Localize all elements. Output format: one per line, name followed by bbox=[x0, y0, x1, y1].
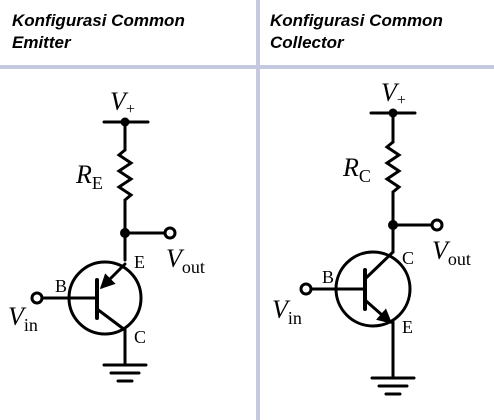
left-input-label: Vin bbox=[8, 302, 38, 335]
left-resistor-main: R bbox=[75, 160, 92, 189]
vertical-divider bbox=[256, 0, 260, 420]
right-panel-title: Konfigurasi Common Collector bbox=[270, 10, 490, 54]
right-output-main: V bbox=[432, 236, 451, 265]
right-resistor-main: R bbox=[342, 153, 359, 182]
left-supply-main: V bbox=[110, 87, 129, 116]
left-pin-b: B bbox=[55, 276, 67, 296]
right-supply-label: V+ bbox=[381, 78, 406, 109]
right-input-terminal bbox=[299, 282, 313, 296]
right-supply-main: V bbox=[381, 78, 400, 107]
left-emitter-arrow-lead bbox=[99, 262, 127, 290]
left-output-terminal bbox=[163, 226, 177, 240]
left-collector-lead bbox=[95, 307, 127, 332]
right-input-label: Vin bbox=[272, 295, 302, 328]
right-pin-b: B bbox=[322, 267, 334, 287]
right-title-line1: Konfigurasi Common bbox=[270, 11, 443, 30]
right-input-sub: in bbox=[288, 308, 302, 328]
common-collector-circuit bbox=[299, 108, 444, 396]
right-title-line2: Collector bbox=[270, 33, 344, 52]
left-supply-sub: + bbox=[126, 101, 135, 118]
right-output-terminal bbox=[430, 218, 444, 232]
left-title-line1: Konfigurasi Common bbox=[12, 11, 185, 30]
left-output-sub: out bbox=[182, 257, 205, 277]
left-panel-title: Konfigurasi Common Emitter bbox=[12, 10, 242, 54]
left-input-terminal bbox=[30, 291, 44, 305]
right-output-label: Vout bbox=[432, 236, 471, 269]
right-resistor-sub: C bbox=[359, 166, 371, 186]
left-resistor-label: RE bbox=[75, 160, 103, 193]
left-pin-e: E bbox=[134, 252, 145, 272]
horizontal-divider bbox=[0, 65, 494, 69]
left-resistor bbox=[116, 148, 134, 202]
right-output-sub: out bbox=[448, 249, 471, 269]
left-input-main: V bbox=[8, 302, 27, 331]
right-pin-e: E bbox=[402, 317, 413, 337]
left-pin-c: C bbox=[134, 327, 146, 347]
left-resistor-sub: E bbox=[92, 173, 103, 193]
left-output-label: Vout bbox=[166, 244, 205, 277]
left-supply-label: V+ bbox=[110, 87, 135, 118]
right-emitter-arrow-lead bbox=[363, 298, 393, 324]
common-emitter-circuit bbox=[30, 117, 177, 383]
left-title-line2: Emitter bbox=[12, 33, 71, 52]
right-resistor-label: RC bbox=[342, 153, 371, 186]
right-input-main: V bbox=[272, 295, 291, 324]
common-emitter-labels: V+ RE Vout Vin B E C bbox=[8, 87, 205, 347]
left-input-sub: in bbox=[24, 315, 38, 335]
right-resistor bbox=[384, 140, 402, 194]
common-collector-labels: V+ RC Vout Vin B C E bbox=[272, 78, 471, 337]
right-supply-sub: + bbox=[397, 92, 406, 109]
right-pin-c: C bbox=[402, 248, 414, 268]
right-collector-lead bbox=[363, 250, 395, 281]
left-output-main: V bbox=[166, 244, 185, 273]
